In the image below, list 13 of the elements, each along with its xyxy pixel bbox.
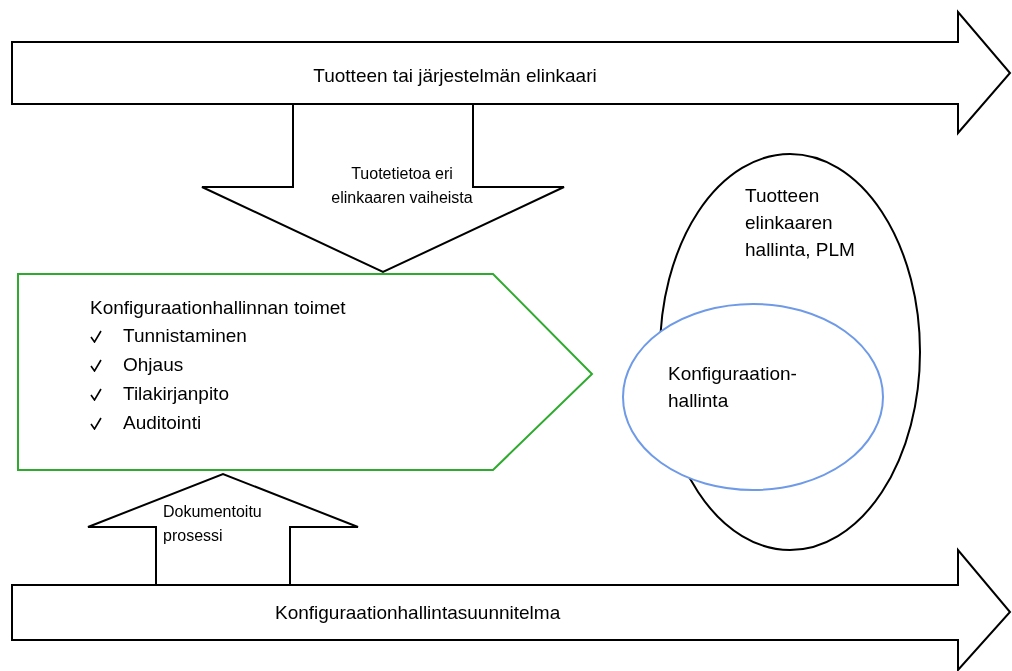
up-block-arrow (87, 472, 359, 586)
heading: Konfiguraationhallinnan toimet (90, 297, 346, 318)
down-block-arrow (201, 103, 565, 274)
edge-label: Tuotetietoa eri elinkaaren vaiheista (331, 165, 473, 206)
list-item: Tunnistaminen (123, 324, 247, 348)
shape-label: Tuotteen elinkaaren hallinta, PLM (745, 185, 855, 260)
shape-label: Konfiguraationhallintasuunnitelma (275, 602, 561, 623)
list-item: Ohjaus (123, 353, 184, 377)
shape-label: Tuotteen tai järjestelmän elinkaari (313, 65, 597, 86)
list-item: Auditointi (123, 411, 202, 435)
list-item: Tilakirjanpito (123, 382, 229, 406)
shape-label: Konfiguraation- hallinta (668, 363, 797, 411)
edge-label: Dokumentoitu prosessi (163, 503, 262, 544)
